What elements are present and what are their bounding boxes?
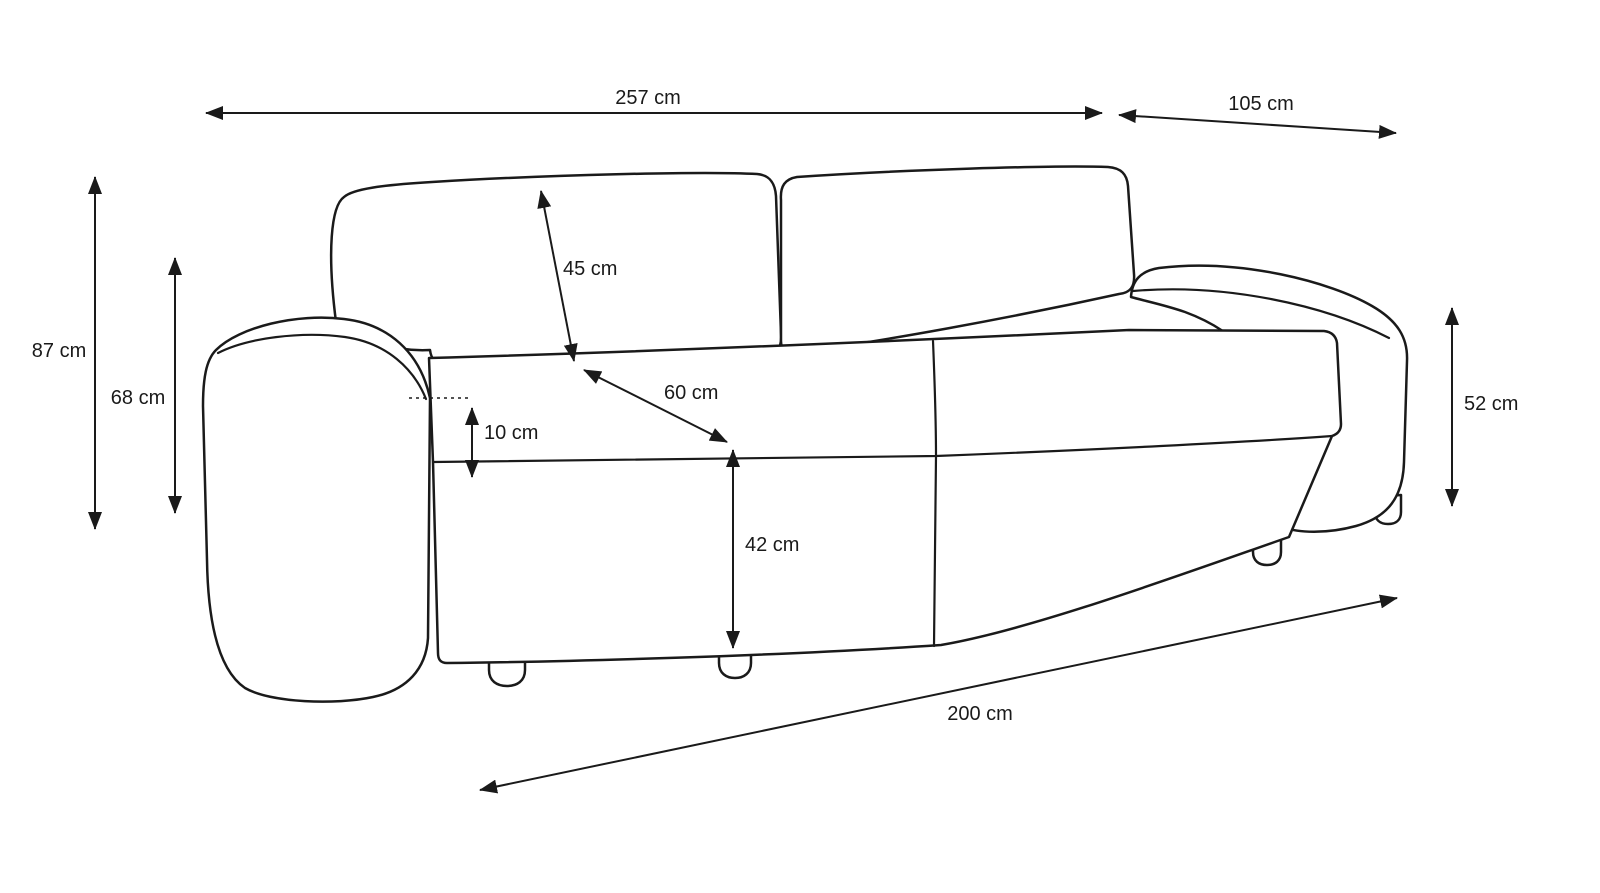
sofa-seat-base — [427, 328, 1343, 665]
dimension-arm-outer-height-label: 52 cm — [1464, 393, 1518, 415]
dimension-cushion-offset-label: 10 cm — [484, 422, 538, 444]
sofa-right-armrest-ridge — [1131, 288, 1391, 340]
sofa-left-armrest-ridge — [216, 333, 428, 401]
dimension-seat-height-label: 42 cm — [745, 534, 799, 556]
dimension-front-length: 200 cm — [479, 594, 1398, 794]
dimension-cushion-offset: 10 cm — [409, 397, 538, 478]
dimension-total-height: 87 cm — [32, 176, 102, 530]
sofa-seat-front-edge — [431, 434, 1334, 464]
dimension-arm-outer-height: 52 cm — [1445, 307, 1518, 507]
dimension-armrest-height-label: 68 cm — [111, 387, 165, 409]
dimension-back-cushion-height: 45 cm — [537, 190, 617, 362]
sofa-back-cushion-right — [779, 165, 1136, 355]
dimension-side-depth-arrow — [1118, 109, 1397, 139]
dimension-front-length-label: 200 cm — [947, 703, 1013, 725]
dimension-side-depth-label: 105 cm — [1228, 93, 1294, 115]
dimension-back-cushion-height-label: 45 cm — [563, 258, 617, 280]
sofa-drawing — [201, 165, 1409, 703]
sofa-left-armrest — [201, 316, 432, 703]
dimension-armrest-height: 68 cm — [111, 257, 182, 514]
dimension-annotations: 257 cm 105 cm 87 cm 68 cm 45 cm 60 cm — [32, 87, 1518, 794]
sofa-seat-center-seam — [931, 339, 938, 648]
dimension-side-depth: 105 cm — [1118, 93, 1397, 139]
dimension-back-cushion-height-arrow — [537, 190, 578, 362]
dimension-total-height-label: 87 cm — [32, 340, 86, 362]
dimension-seat-depth-label: 60 cm — [664, 382, 718, 404]
dimension-back-width: 257 cm — [205, 87, 1103, 120]
dimension-seat-depth: 60 cm — [583, 369, 728, 443]
dimension-back-width-label: 257 cm — [615, 87, 681, 109]
dimension-seat-depth-arrow — [583, 369, 728, 443]
dimension-front-length-arrow — [479, 594, 1398, 794]
